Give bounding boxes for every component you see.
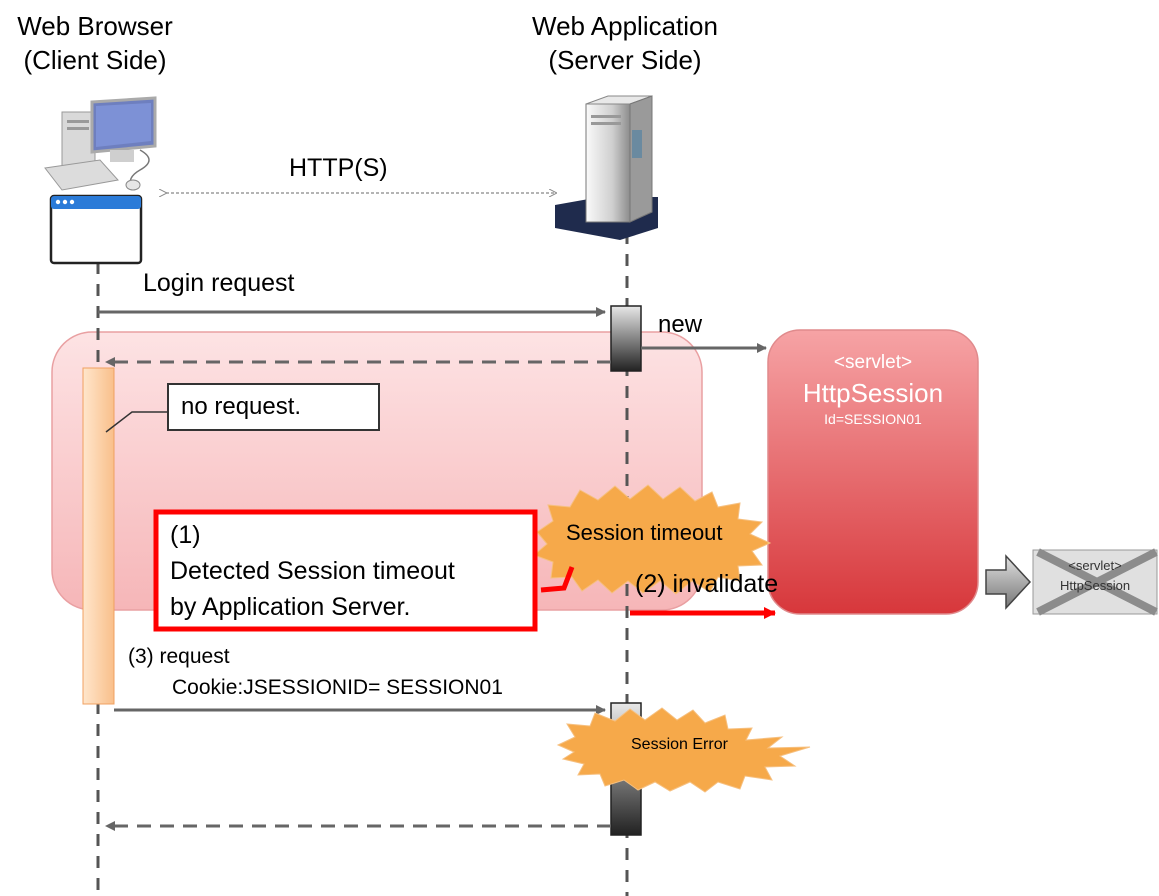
client-header: Web Browser (Client Side) (0, 9, 190, 77)
server-title-line1: Web Application (532, 11, 718, 41)
detected-line2: Detected Session timeout (170, 557, 455, 585)
note-leader-line (105, 411, 168, 433)
invalidated-session-title: HttpSession (1059, 578, 1131, 593)
invalidated-session-text: <servlet> HttpSession (1033, 556, 1157, 612)
session-id: Id=SESSION01 (824, 411, 922, 427)
http-session-text: <servlet> HttpSession Id=SESSION01 (768, 350, 978, 428)
computer-icon (44, 96, 157, 191)
session-title: HttpSession (802, 378, 944, 408)
timeout-connector (540, 566, 575, 593)
login-request-label: Login request (143, 269, 295, 297)
session-timeout-burst (533, 484, 772, 595)
server-activation-login (610, 305, 642, 372)
invalidated-cross-2 (1036, 548, 1158, 616)
client-title-line1: Web Browser (17, 11, 173, 41)
client-title-line2: (Client Side) (23, 45, 167, 75)
session-timeout-label: Session timeout (566, 520, 723, 545)
detected-timeout-box (153, 509, 538, 632)
detected-line3: by Application Server. (170, 593, 411, 621)
new-label: new (658, 311, 703, 338)
transition-arrow (985, 554, 1032, 610)
request-step: (3) request (128, 645, 230, 668)
client-activation-bar (82, 367, 115, 705)
server-header: Web Application (Server Side) (505, 9, 745, 77)
note-box (167, 383, 380, 431)
protocol-label: HTTP(S) (289, 154, 388, 182)
invalidate-label: (2) invalidate (635, 570, 779, 598)
server-icon (555, 95, 658, 240)
session-error-burst (556, 707, 811, 793)
server-title-line2: (Server Side) (548, 45, 702, 75)
detected-step: (1) (170, 521, 201, 549)
request-label: (3) request Cookie:JSESSIONID= SESSION01 (128, 641, 503, 703)
http-session-box (767, 329, 979, 615)
request-cookie: Cookie:JSESSIONID= SESSION01 (172, 676, 503, 699)
detected-timeout-text: (1) Detected Session timeout by Applicat… (170, 517, 455, 625)
invalidated-servlet-label: <servlet> (1068, 558, 1122, 573)
session-error-label: Session Error (631, 736, 728, 753)
session-servlet-label: <servlet> (833, 352, 913, 373)
browser-window-icon (49, 194, 143, 265)
note-text: no request. (181, 393, 302, 420)
